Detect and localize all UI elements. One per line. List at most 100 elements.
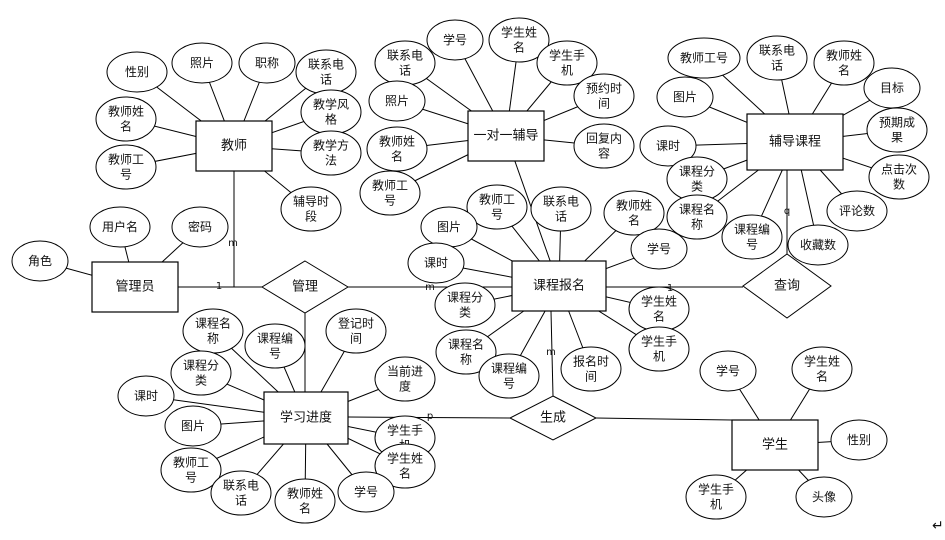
relationship-diamond — [742, 253, 832, 319]
text-line: 教师姓 — [826, 48, 862, 63]
attribute-c-reviews: 评论数 — [826, 190, 888, 232]
attribute-s-gender: 性别 — [830, 419, 888, 461]
attribute-ellipse — [573, 73, 635, 119]
entity-box — [511, 260, 607, 312]
attribute-e-hours: 课时 — [407, 242, 465, 284]
text-line: 课程编 — [734, 222, 770, 237]
text-line: 性别 — [847, 433, 871, 447]
text-line: 名 — [120, 119, 132, 134]
attribute-e-pic: 图片 — [420, 206, 478, 248]
attribute-ellipse — [868, 154, 930, 200]
attribute-ellipse — [238, 42, 296, 84]
relationship-link-line — [550, 310, 554, 397]
entity-enroll: 课程报名 — [511, 260, 607, 312]
entity-boxes: 教师一对一辅导辅导课程管理员课程报名学习进度学生 — [91, 110, 844, 471]
text-line: 角色 — [28, 254, 52, 268]
text-line: 称 — [460, 353, 472, 367]
attribute-c-goal: 目标 — [863, 67, 921, 109]
cardinality-label: m — [228, 238, 238, 249]
entity-box — [91, 261, 179, 313]
attribute-ellipse — [699, 350, 757, 392]
attribute-ellipse — [536, 40, 598, 86]
attribute-e-tno: 教师工号 — [466, 184, 528, 230]
attribute-ellipse — [573, 123, 635, 169]
text-line: 话 — [771, 59, 783, 73]
text-line: 机 — [710, 498, 722, 512]
text-line: 间 — [598, 97, 610, 111]
text-line: 课程分 — [447, 290, 483, 305]
text-line: 用户名 — [102, 219, 138, 234]
attribute-t-no: 教师工号 — [95, 144, 157, 190]
attribute-ellipse — [434, 282, 496, 328]
attribute-p-tno: 教师工号 — [160, 447, 222, 493]
attribute-ellipse — [244, 323, 306, 369]
text-line: 间 — [585, 370, 597, 384]
text-line: 段 — [305, 209, 317, 224]
text-line: 辅导课程 — [769, 135, 821, 150]
relationship-diamonds: 管理查询生成 — [261, 253, 832, 441]
text-line: 类 — [691, 180, 703, 194]
attribute-ellipse — [374, 443, 436, 489]
text-line: 教师姓 — [616, 198, 652, 213]
text-line: 教师工号 — [680, 50, 728, 65]
attribute-ellipse — [164, 405, 222, 447]
text-line: 课程分 — [679, 164, 715, 179]
text-line: 号 — [384, 194, 396, 208]
text-line: 间 — [350, 332, 362, 346]
text-line: 当前进 — [387, 364, 423, 379]
text-line: 目标 — [880, 81, 904, 95]
attribute-ellipse — [478, 353, 540, 399]
text-line: 图片 — [437, 220, 461, 234]
text-line: 头像 — [812, 490, 836, 504]
text-line: 性别 — [125, 65, 149, 79]
attribute-ellipse — [813, 40, 875, 86]
cardinality-label: 1 — [667, 283, 673, 294]
text-line: 教师 — [221, 138, 247, 154]
text-line: 机 — [561, 64, 573, 78]
attribute-ellipse — [830, 419, 888, 461]
attribute-ellipse — [630, 228, 688, 270]
attribute-ellipse — [170, 350, 232, 396]
attribute-ellipse — [667, 37, 741, 79]
entity-teacher: 教师 — [195, 120, 273, 172]
cardinality-label: q — [784, 206, 790, 217]
entity-box — [467, 110, 545, 162]
attribute-a-user: 用户名 — [89, 206, 151, 248]
text-line: 预期成 — [879, 116, 915, 130]
text-line: 号 — [120, 168, 132, 182]
attribute-ellipse — [639, 125, 697, 167]
attribute-t-gender: 性别 — [106, 51, 168, 93]
text-line: 话 — [320, 73, 332, 87]
text-line: 学生手 — [387, 423, 423, 438]
text-line: 学生手 — [698, 482, 734, 497]
text-line: 学习进度 — [280, 410, 332, 426]
text-line: 报名时 — [573, 354, 609, 369]
attribute-c-pic: 图片 — [656, 76, 714, 118]
text-line: 联系电 — [759, 44, 795, 58]
attribute-u-photo: 照片 — [368, 80, 426, 122]
text-line: 话 — [555, 210, 567, 224]
attribute-ellipse — [325, 308, 387, 354]
text-line: 联系电 — [543, 195, 579, 209]
text-line: 法 — [325, 154, 337, 168]
attribute-ellipse — [530, 186, 592, 232]
text-line: 学生姓 — [804, 354, 840, 369]
